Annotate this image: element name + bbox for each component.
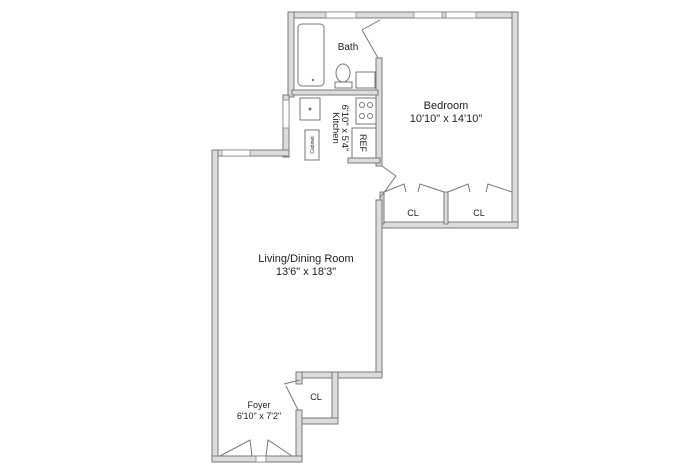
bedroom-label: Bedroom (424, 100, 469, 112)
toilet-icon (335, 63, 351, 83)
walls (211, 11, 519, 463)
doors (219, 19, 513, 457)
kitchen-label: Kitchen (330, 112, 341, 144)
bathtub-icon (297, 23, 325, 87)
stove-icon (355, 97, 377, 125)
window (325, 11, 357, 19)
bedroom-dims: 10'10" x 14'10" (410, 113, 483, 125)
bath-sink-icon (355, 71, 376, 89)
ref-label: REF (358, 134, 368, 153)
foyer-label: Foyer (247, 400, 270, 410)
living-dims: 13'6" x 18'3" (276, 266, 336, 278)
labels: Bath Bedroom 10'10" x 14'10" Kitchen 6'1… (237, 42, 485, 421)
window (221, 149, 251, 157)
window (282, 99, 290, 129)
living-label: Living/Dining Room (258, 253, 353, 265)
bath-label: Bath (338, 42, 359, 53)
foyer-dims: 6'10" x 7'2" (237, 411, 281, 421)
closet-label: CL (310, 392, 322, 402)
closet-label: CL (407, 208, 419, 218)
closet-label: CL (473, 208, 485, 218)
window (445, 11, 477, 19)
fixtures (297, 23, 377, 161)
kitchen-dims: 6'10" x 5'4" (339, 105, 350, 152)
cabinet (304, 129, 320, 161)
refrigerator (351, 127, 377, 159)
window (413, 11, 443, 19)
cabinet-label: Cabinet (310, 136, 316, 154)
